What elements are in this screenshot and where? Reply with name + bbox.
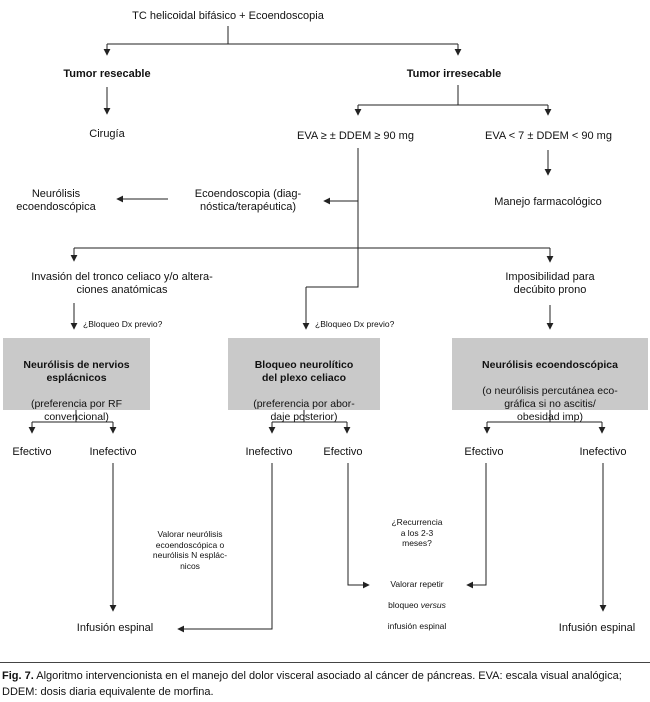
node-imposibilidad-decubito: Imposibilidad para decúbito prono	[505, 271, 595, 296]
box-neurolisis-eco-sub: (o neurólisis percutánea eco- gráfica si…	[482, 385, 618, 423]
caption-label: Fig. 7.	[2, 670, 34, 682]
note-recurrencia: ¿Recurrencia a los 2-3 meses?	[391, 517, 443, 548]
note-valorar-repetir: Valorar repetir bloqueo versus infusión …	[367, 568, 467, 642]
node-eva-alta: EVA ≥ ± DDEM ≥ 90 mg	[297, 130, 414, 142]
node-root: TC helicoidal bifásico + Ecoendoscopia	[132, 10, 324, 22]
caption-text: Algoritmo intervencionista en el manejo …	[2, 670, 622, 698]
node-infusion-derecha: Infusión espinal	[558, 622, 636, 634]
box-neurolisis-esplacnicos-title: Neurólisis de nervios esplácnicos	[23, 359, 130, 384]
box-neurolisis-eco-title: Neurólisis ecoendoscópica	[482, 359, 618, 371]
box-bloqueo-plexo: Bloqueo neurolítico del plexo celiaco (p…	[228, 338, 380, 423]
label-bloqueo-dx-centro: ¿Bloqueo Dx previo?	[315, 319, 395, 329]
node-tumor-irresecable: Tumor irresecable	[406, 68, 502, 80]
node-neurolisis-ecoendoscopica: Neurólisis ecoendoscópica	[16, 188, 96, 213]
box-neurolisis-esplacnicos-sub: (preferencia por RF convencional)	[30, 398, 123, 423]
figure-caption: Fig. 7. Algoritmo intervencionista en el…	[2, 669, 647, 700]
box-bloqueo-plexo-title: Bloqueo neurolítico del plexo celiaco	[254, 359, 354, 384]
note-valorar-neurolisis: Valorar neurólisis ecoendoscópica o neur…	[152, 529, 228, 571]
node-cirugia: Cirugía	[89, 128, 125, 140]
note-valorar-repetir-l2: bloqueo versus	[367, 600, 467, 611]
label-inefectivo-1: Inefectivo	[89, 446, 137, 458]
note-valorar-repetir-l3: infusión espinal	[387, 620, 447, 631]
label-efectivo-1: Efectivo	[12, 446, 52, 458]
node-ecoendoscopia: Ecoendoscopia (diag- nóstica/terapéutica…	[194, 188, 302, 213]
note-valorar-repetir-l2-em: versus	[420, 599, 446, 610]
node-invasion-tronco: Invasión del tronco celiaco y/o altera- …	[31, 271, 213, 296]
box-neurolisis-eco: Neurólisis ecoendoscópica (o neurólisis …	[452, 338, 648, 423]
label-efectivo-3: Efectivo	[464, 446, 504, 458]
label-bloqueo-dx-izquierda: ¿Bloqueo Dx previo?	[83, 319, 163, 329]
label-inefectivo-2: Inefectivo	[245, 446, 293, 458]
note-valorar-repetir-l2-pre: bloqueo	[388, 599, 421, 610]
box-neurolisis-esplacnicos: Neurólisis de nervios esplácnicos (prefe…	[3, 338, 150, 423]
node-infusion-izquierda: Infusión espinal	[76, 622, 154, 634]
box-bloqueo-plexo-sub: (preferencia por abor- daje posterior)	[253, 398, 355, 423]
node-tumor-resecable: Tumor resecable	[63, 68, 151, 80]
node-manejo-farmacologico: Manejo farmacológico	[494, 196, 602, 208]
label-inefectivo-3: Inefectivo	[579, 446, 627, 458]
node-eva-baja: EVA < 7 ± DDEM < 90 mg	[485, 130, 612, 142]
caption-divider	[0, 662, 650, 663]
note-valorar-repetir-l1: Valorar repetir	[390, 578, 444, 589]
label-efectivo-2: Efectivo	[323, 446, 363, 458]
